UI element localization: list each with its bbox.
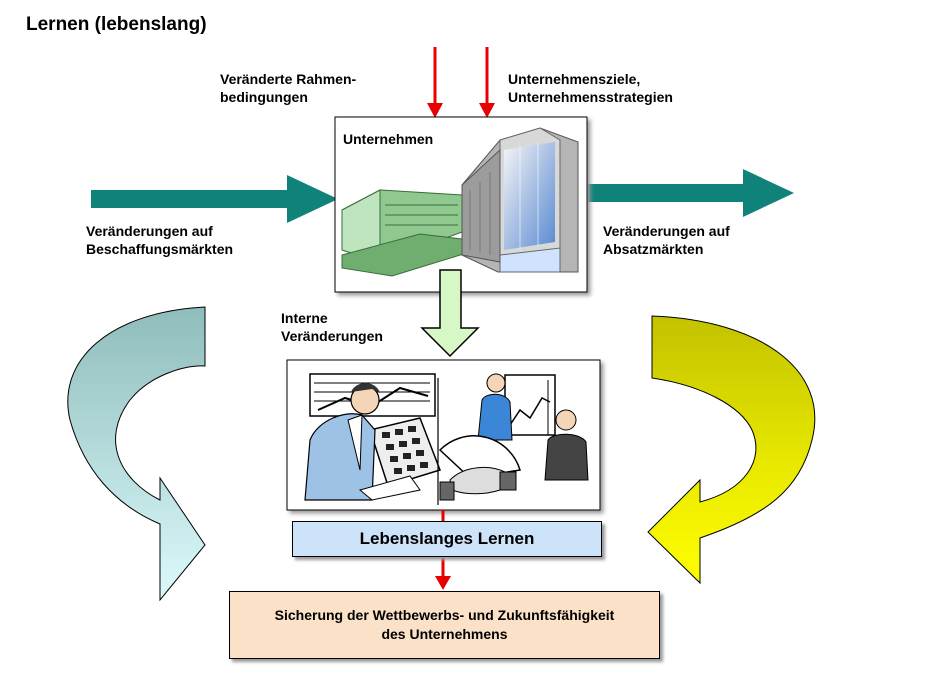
right-curved-arrow [647,315,816,585]
unternehmen-box-label-layer: Unternehmen [335,117,587,292]
result-line-1: Sicherung der Wettbewerbs- und Zukunftsf… [274,607,615,623]
result-line-2: des Unternehmens [381,626,508,642]
arrow-interne-veraenderungen [420,269,480,358]
building-illustration [341,127,579,277]
diagram-title: Lernen (lebenslang) [26,14,207,35]
label-unternehmensziele: Unternehmensziele,Unternehmensstrategien [508,71,673,105]
left-curved-arrow [67,306,206,602]
lebenslanges-lernen-label: Lebenslanges Lernen [359,529,535,548]
arrows-bottom-red [435,510,451,590]
result-box: Sicherung der Wettbewerbs- und Zukunftsf… [229,591,660,659]
arrow-beschaffung [91,175,338,223]
arrow-absatz [588,169,794,217]
business-people-illustration [304,373,589,505]
label-rahmenbedingungen: Veränderte Rahmen-bedingungen [220,71,357,105]
unternehmen-label: Unternehmen [343,131,434,147]
lebenslanges-lernen-box: Lebenslanges Lernen [292,521,602,557]
arrows-top-red [427,47,495,118]
